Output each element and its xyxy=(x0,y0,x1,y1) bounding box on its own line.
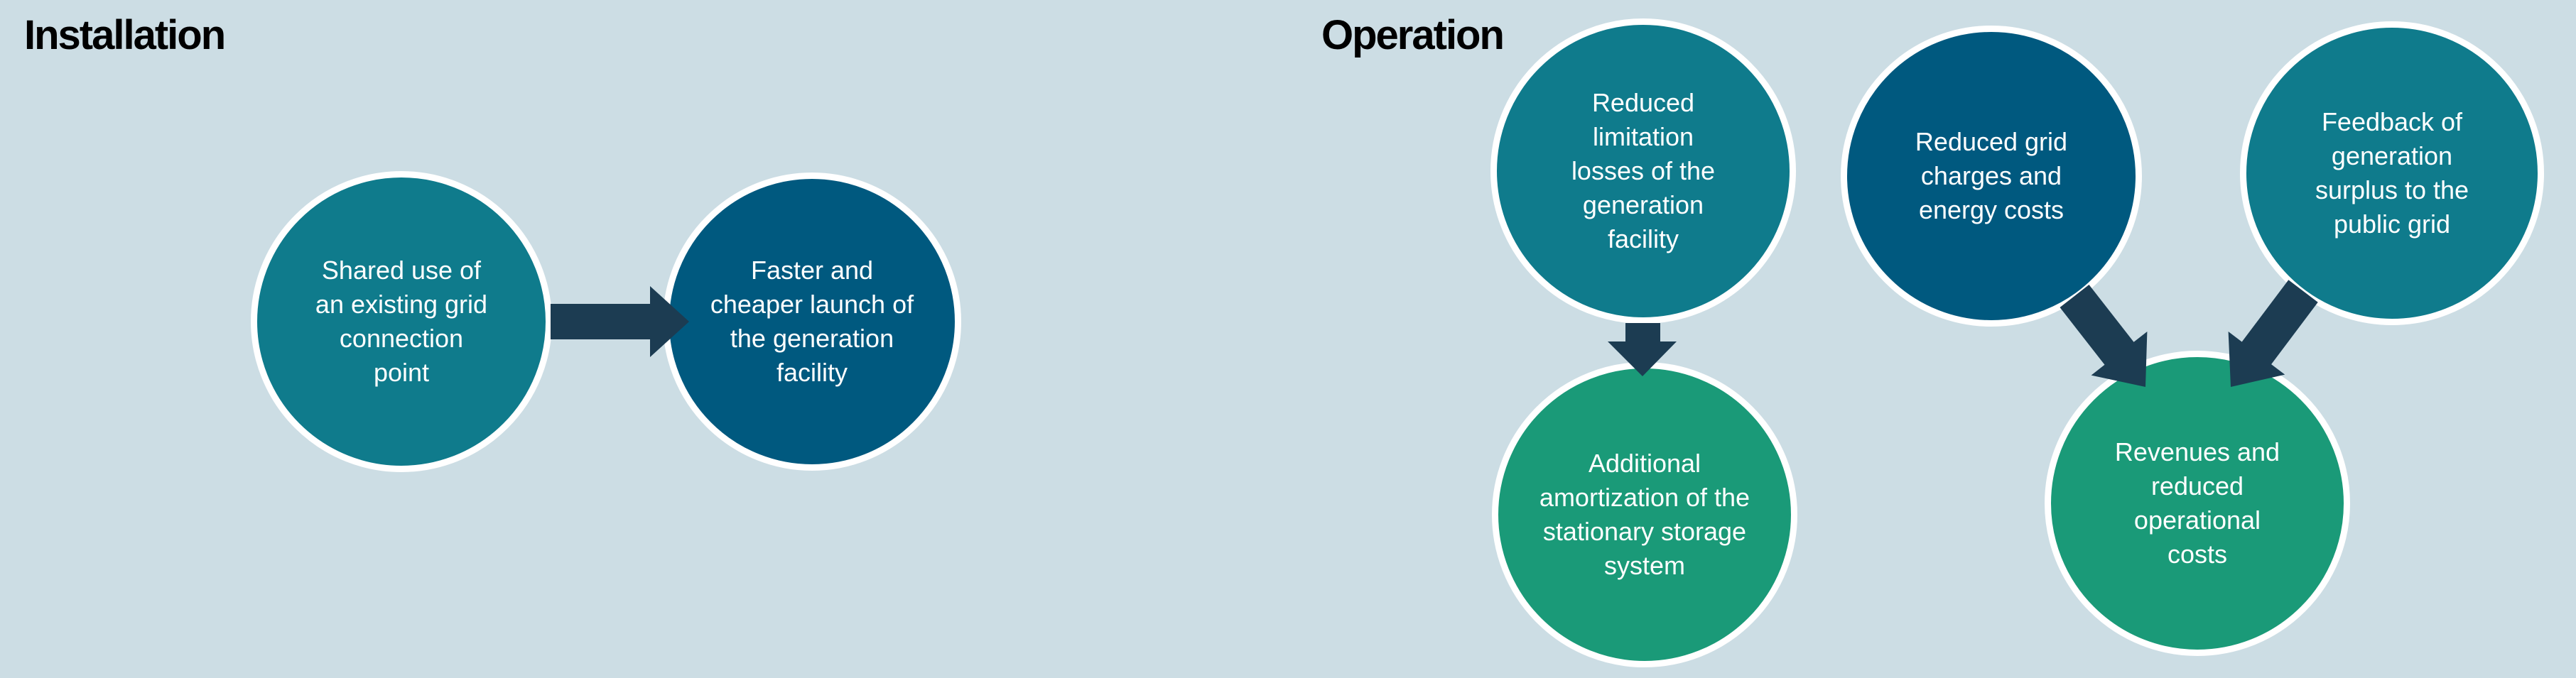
node-label: Reduced limitation losses of the generat… xyxy=(1571,88,1716,253)
node-label: Faster and cheaper launch of the generat… xyxy=(710,256,914,387)
node-reduced-limitation: Reduced limitation losses of the generat… xyxy=(1490,18,1796,324)
node-label: Revenues and reduced operational costs xyxy=(2114,437,2280,569)
node-shared-use: Shared use of an existing grid connectio… xyxy=(251,171,552,472)
node-label: Additional amortization of the stationar… xyxy=(1539,449,1750,580)
section-title-operation: Operation xyxy=(1321,12,1505,58)
node-reduced-grid-charges: Reduced grid charges and energy costs xyxy=(1841,26,2142,327)
section-title-installation: Installation xyxy=(24,12,226,58)
node-faster-launch: Faster and cheaper launch of the generat… xyxy=(663,173,961,471)
node-label: Shared use of an existing grid connectio… xyxy=(315,256,488,387)
node-revenues-reduced-costs: Revenues and reduced operational costs xyxy=(2045,351,2350,656)
node-additional-amortization: Additional amortization of the stationar… xyxy=(1492,362,1797,667)
node-label: Feedback of generation surplus to the pu… xyxy=(2315,107,2469,239)
node-feedback-surplus: Feedback of generation surplus to the pu… xyxy=(2240,21,2544,325)
node-label: Reduced grid charges and energy costs xyxy=(1915,127,2068,224)
